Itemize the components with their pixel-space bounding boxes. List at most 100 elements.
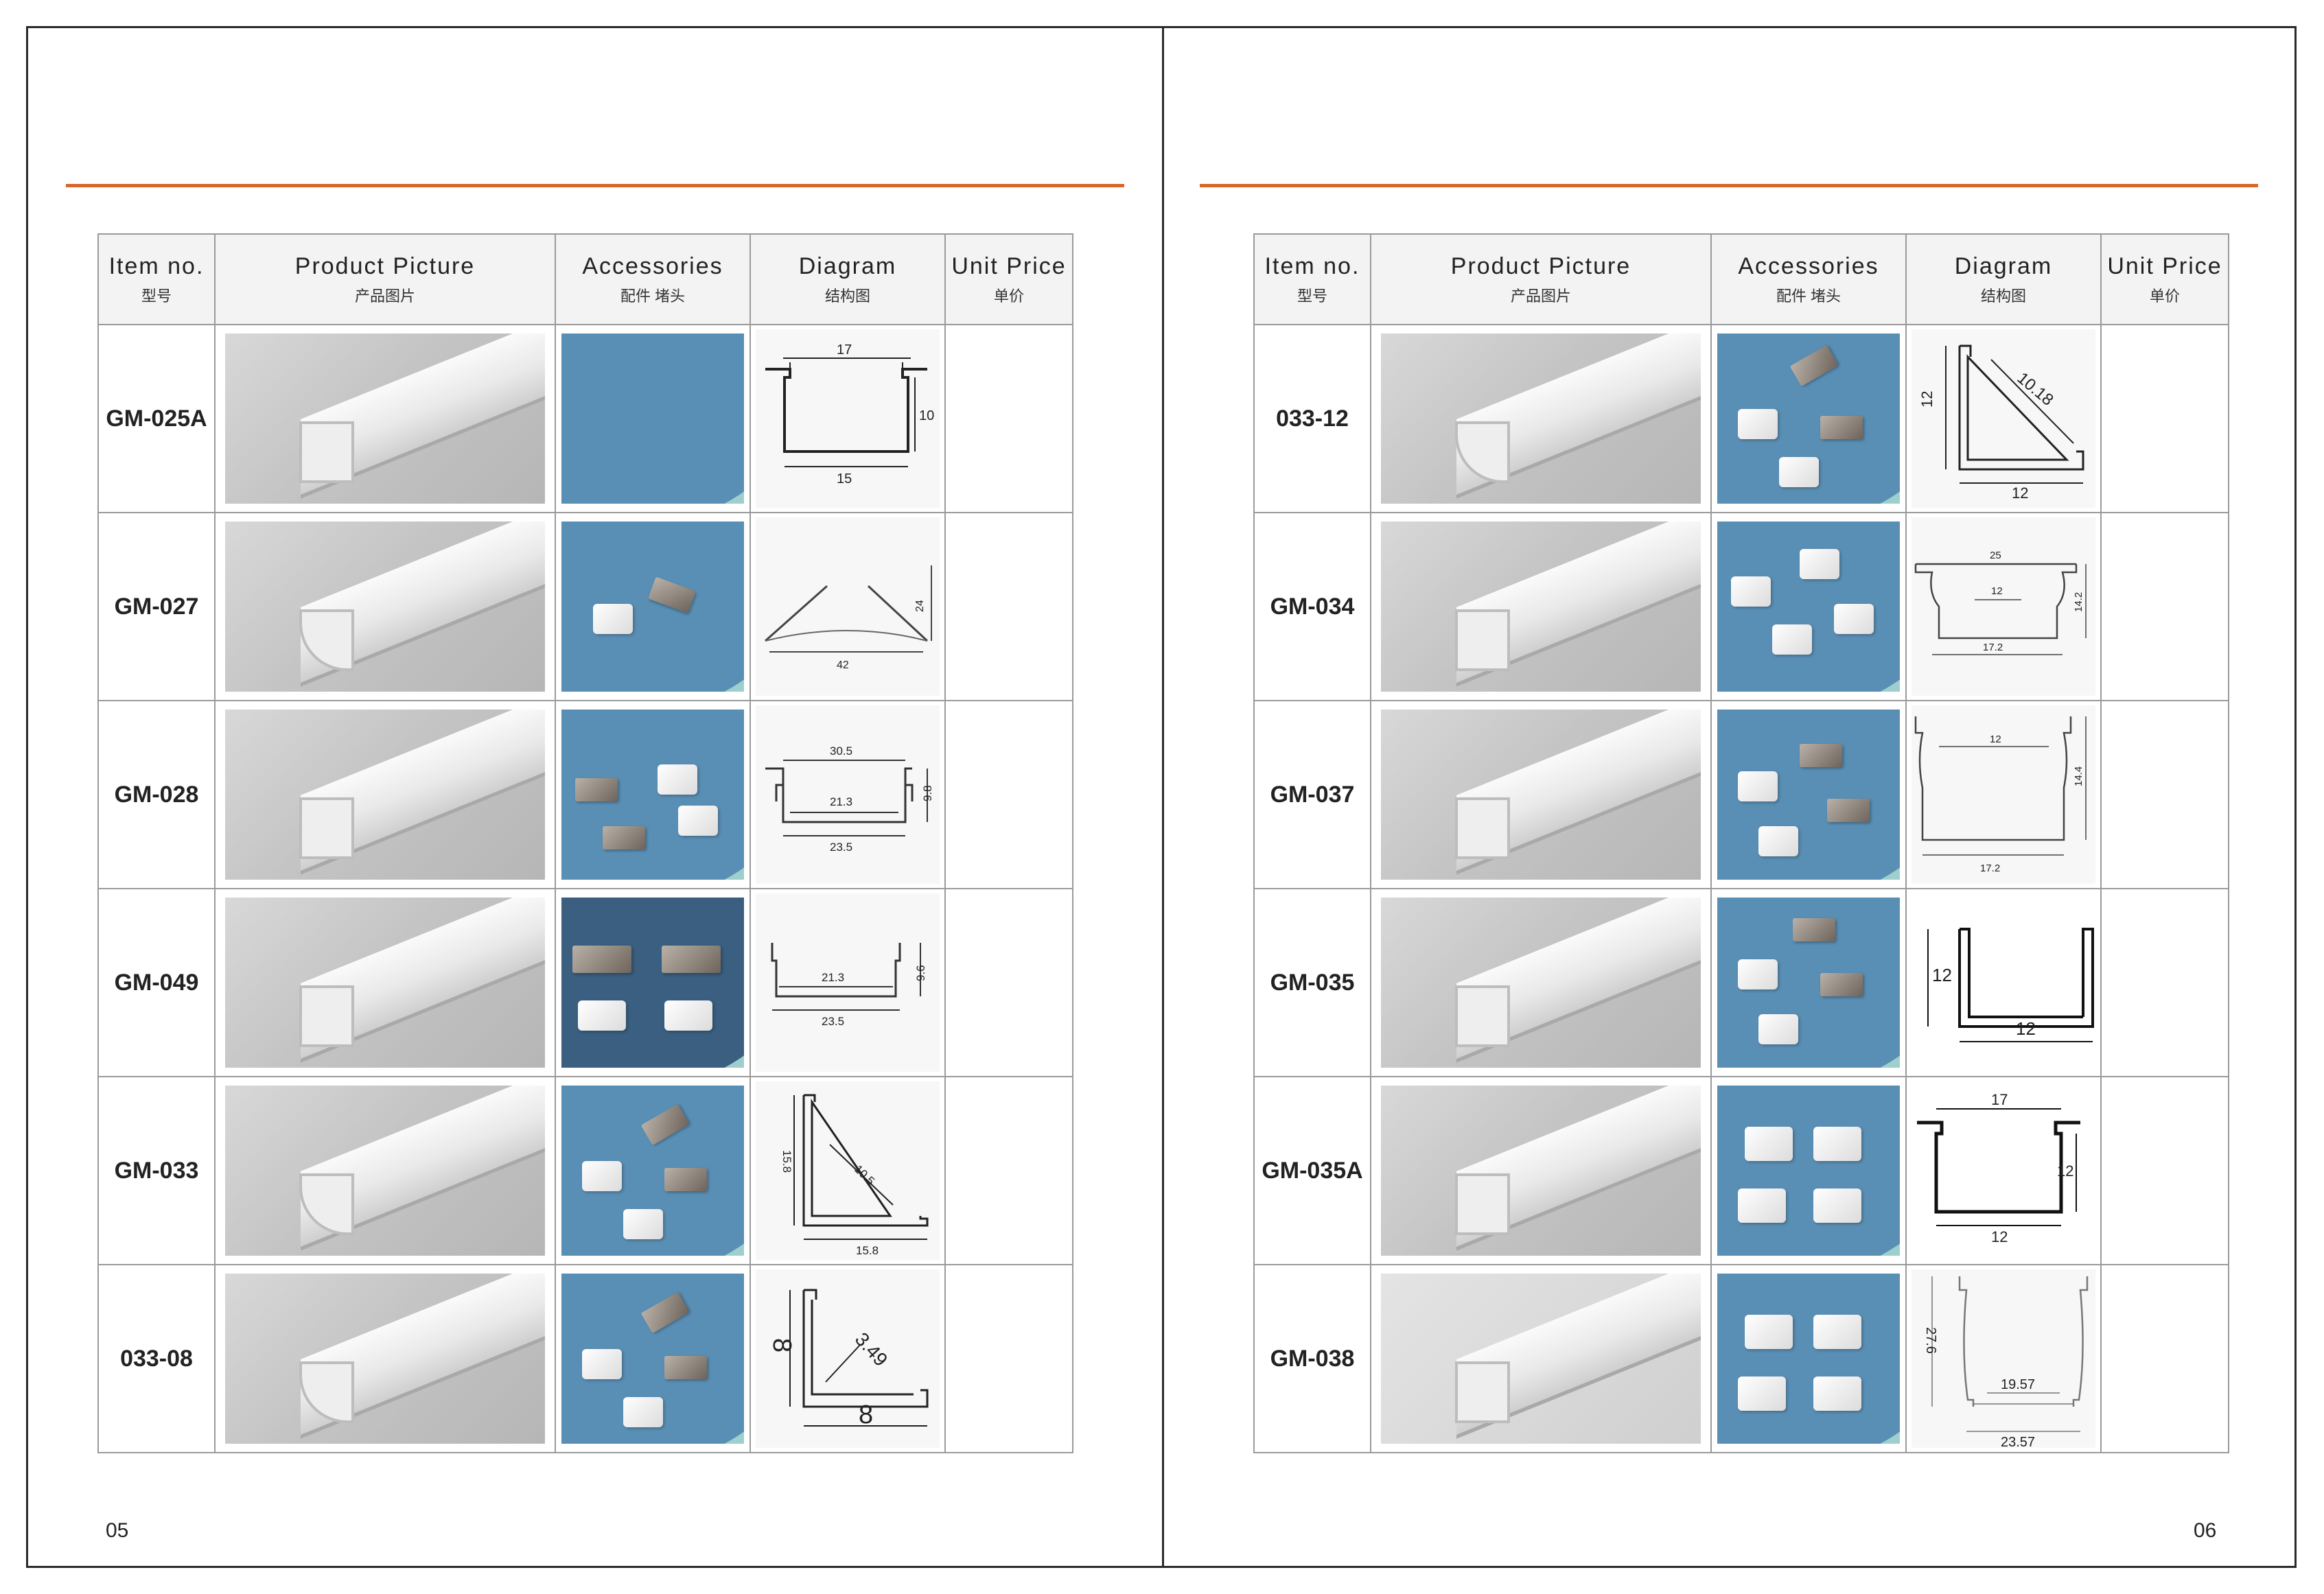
diagram-label: 9.8 [921, 785, 934, 801]
product-picture [225, 333, 545, 504]
page-spine [1162, 26, 1164, 1568]
product-picture-cell [214, 512, 556, 701]
profile-diagram: 21.3 23.5 9.6 [756, 893, 940, 1072]
product-picture-cell [1370, 1264, 1712, 1453]
diagram-label: 12 [1990, 734, 2001, 745]
product-picture [225, 1274, 545, 1444]
diagram-label: 30.5 [830, 745, 852, 758]
product-picture [1381, 333, 1701, 504]
diagram-label: 9.6 [914, 965, 927, 981]
diagram-cell: 21.3 23.5 9.6 [750, 888, 946, 1077]
diagram-cell: 12 12 [1905, 888, 2102, 1077]
profile-diagram: 17 12 12 [1912, 1081, 2095, 1260]
unit-price [944, 1076, 1073, 1265]
product-picture [1381, 521, 1701, 692]
accessories-picture [561, 710, 744, 880]
accessories-picture [561, 521, 744, 692]
diagram-cell: 42 24 [750, 512, 946, 701]
unit-price [944, 1264, 1073, 1453]
table-row: GM-035 12 12 [1253, 888, 2229, 1077]
diagram-cell: 27.6 19.57 23.57 [1905, 1264, 2102, 1453]
diagram-label: 10 [919, 408, 934, 423]
diagram-cell: 17 12 12 [1905, 1076, 2102, 1265]
unit-price [2100, 512, 2229, 701]
page-number-right: 06 [2194, 1519, 2217, 1542]
accessories-cell [555, 1264, 751, 1453]
diagram-cell: 15.8 10.5 15.8 [750, 1076, 946, 1265]
accessories-cell [555, 888, 751, 1077]
diagram-label: 8 [767, 1338, 796, 1352]
product-picture [225, 710, 545, 880]
diagram-label: 12 [2057, 1162, 2073, 1180]
diagram-label: 12 [2012, 484, 2028, 502]
accessories-cell [555, 1076, 751, 1265]
diagram-label: 3.49 [851, 1328, 892, 1370]
profile-diagram: 8 3.49 8 [756, 1269, 940, 1448]
product-picture-cell [1370, 888, 1712, 1077]
unit-price [944, 512, 1073, 701]
item-number: GM-049 [97, 888, 216, 1077]
diagram-label: 12 [1932, 965, 1952, 985]
unit-price [944, 324, 1073, 513]
accessories-picture [561, 333, 744, 504]
accessories-picture [1717, 333, 1900, 504]
header-item: Item no.型号 [1253, 233, 1371, 325]
profile-diagram: 17 10 15 [756, 329, 940, 508]
item-number: 033-08 [97, 1264, 216, 1453]
diagram-cell: 30.5 21.3 23.5 9.8 [750, 700, 946, 889]
product-picture [225, 521, 545, 692]
unit-price [2100, 700, 2229, 889]
page-number-left: 05 [106, 1519, 129, 1542]
diagram-label: 15 [837, 471, 852, 487]
product-picture-cell [1370, 700, 1712, 889]
diagram-cell: 25 12 14.2 17.2 [1905, 512, 2102, 701]
table-row: GM-034 25 12 14.2 17.2 [1253, 512, 2229, 701]
diagram-label: 24 [914, 600, 926, 612]
product-picture-cell [214, 700, 556, 889]
item-number: GM-034 [1253, 512, 1371, 701]
table-row: GM-025A 17 10 15 [97, 324, 1073, 513]
product-picture [1381, 1086, 1701, 1256]
page-frame [26, 26, 2297, 1568]
accessories-picture [561, 1274, 744, 1444]
table-row: 033-12 12 10.18 12 [1253, 324, 2229, 513]
item-number: 033-12 [1253, 324, 1371, 513]
diagram-label: 42 [837, 659, 849, 671]
accessories-picture [1717, 521, 1900, 692]
product-picture-cell [214, 888, 556, 1077]
diagram-label: 23.57 [2001, 1435, 2035, 1448]
diagram-label: 12 [2016, 1018, 2036, 1039]
accessories-cell [1710, 512, 1907, 701]
accessories-picture [1717, 1274, 1900, 1444]
diagram-cell: 17 10 15 [750, 324, 946, 513]
product-picture [1381, 898, 1701, 1068]
diagram-label: 14.4 [2073, 766, 2084, 786]
profile-diagram: 25 12 14.2 17.2 [1912, 517, 2095, 696]
unit-price [944, 888, 1073, 1077]
accessories-cell [555, 512, 751, 701]
profile-diagram: 12 10.18 12 [1912, 329, 2095, 508]
diagram-label: 27.6 [1923, 1327, 1938, 1354]
table-row: GM-033 15.8 10.5 15.8 [97, 1076, 1073, 1265]
accessories-cell [1710, 324, 1907, 513]
diagram-cell: 8 3.49 8 [750, 1264, 946, 1453]
table-row: GM-028 30.5 21.3 23.5 9.8 [97, 700, 1073, 889]
diagram-label: 17.2 [1983, 642, 2003, 653]
header-item: Item no.型号 [97, 233, 216, 325]
accessories-picture [1717, 898, 1900, 1068]
diagram-label: 21.3 [830, 795, 852, 808]
accessories-cell [1710, 888, 1907, 1077]
header-rule-right [1200, 184, 2258, 187]
diagram-label: 15.8 [856, 1244, 879, 1257]
product-picture-cell [1370, 1076, 1712, 1265]
accessories-picture [561, 898, 744, 1068]
diagram-cell: 12 14.4 17.2 [1905, 700, 2102, 889]
table-row: GM-027 42 24 [97, 512, 1073, 701]
unit-price [2100, 1264, 2229, 1453]
unit-price [2100, 1076, 2229, 1265]
table-row: GM-038 27.6 19.57 23.57 [1253, 1264, 2229, 1453]
